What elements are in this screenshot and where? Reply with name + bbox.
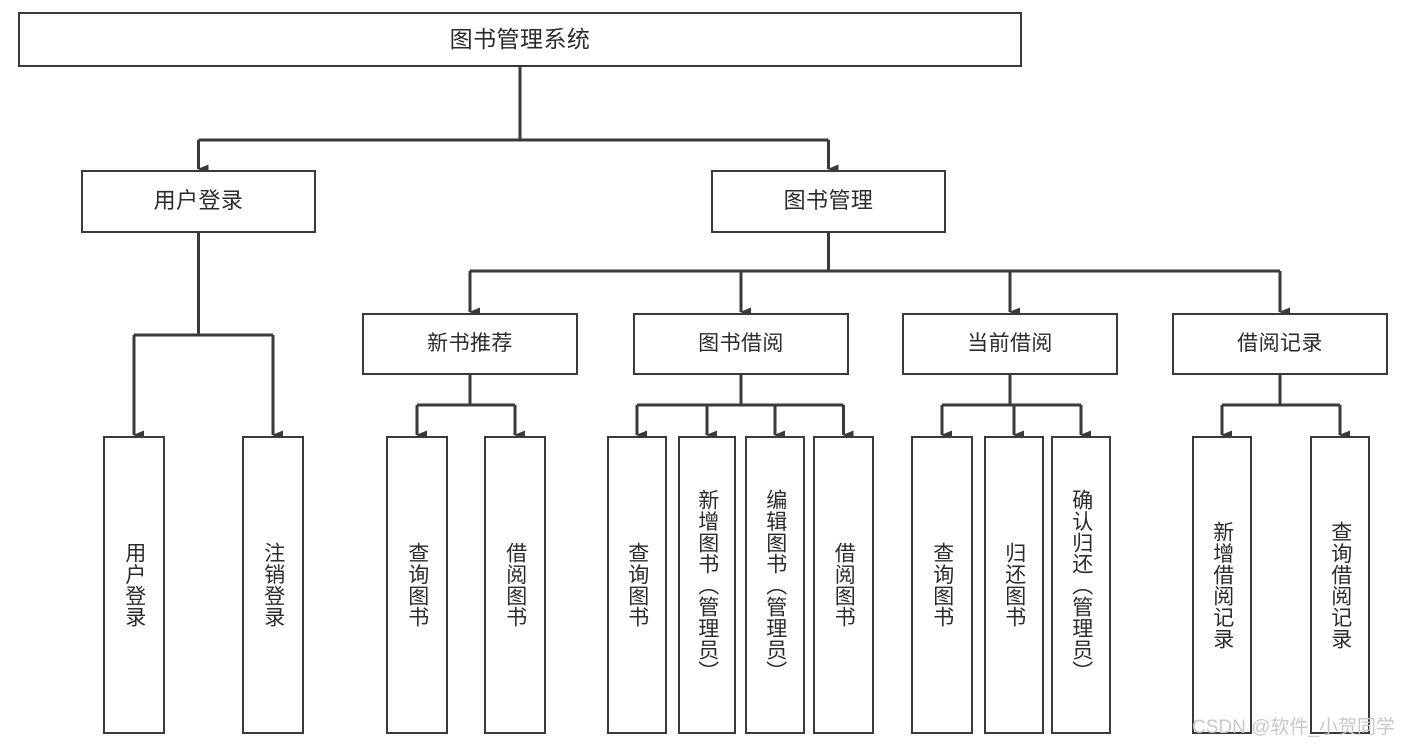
leaf-return-books[interactable]: 归还图书 <box>984 436 1044 734</box>
node-label: 借阅图书 <box>832 542 856 628</box>
node-book-management[interactable]: 图书管理 <box>711 170 946 233</box>
leaf-add-book-admin[interactable]: 新增图书（管理员） <box>678 436 736 734</box>
node-book-borrowing[interactable]: 图书借阅 <box>633 313 849 375</box>
node-label: 新书推荐 <box>427 332 513 356</box>
node-new-book-recommendation[interactable]: 新书推荐 <box>362 313 578 375</box>
node-label: 查询图书 <box>625 542 649 628</box>
node-label: 归还图书 <box>1002 542 1026 628</box>
node-current-borrowing[interactable]: 当前借阅 <box>902 313 1118 375</box>
edges-group <box>132 67 1350 440</box>
node-label: 确认归还（管理员） <box>1069 488 1093 682</box>
leaf-edit-book-admin[interactable]: 编辑图书（管理员） <box>745 436 805 734</box>
watermark: CSDN @软件_小贺同学 <box>1192 717 1395 738</box>
node-label: 当前借阅 <box>967 332 1053 356</box>
leaf-query-books-current[interactable]: 查询图书 <box>911 436 973 734</box>
node-label: 图书管理 <box>783 188 874 214</box>
node-label: 编辑图书（管理员） <box>763 488 787 682</box>
leaf-add-borrowing-record[interactable]: 新增借阅记录 <box>1192 436 1252 734</box>
node-label: 注销登录 <box>261 542 285 628</box>
node-label: 图书管理系统 <box>449 25 591 52</box>
node-label: 借阅图书 <box>503 542 527 628</box>
node-label: 图书借阅 <box>698 332 784 356</box>
node-label: 查询借阅记录 <box>1328 520 1352 650</box>
node-borrowing-records[interactable]: 借阅记录 <box>1172 313 1388 375</box>
node-label: 新增图书（管理员） <box>695 488 719 682</box>
node-label: 用户登录 <box>153 188 244 214</box>
leaf-confirm-return-admin[interactable]: 确认归还（管理员） <box>1051 436 1111 734</box>
node-label: 用户登录 <box>122 542 146 628</box>
node-label: 借阅记录 <box>1237 332 1323 356</box>
leaf-borrow-books-recommendation[interactable]: 借阅图书 <box>484 436 546 734</box>
leaf-logout[interactable]: 注销登录 <box>242 436 304 734</box>
node-label: 新增借阅记录 <box>1210 520 1234 650</box>
node-label: 查询图书 <box>405 542 429 628</box>
leaf-user-login[interactable]: 用户登录 <box>103 436 165 734</box>
leaf-query-books-borrowing[interactable]: 查询图书 <box>607 436 667 734</box>
node-label: 查询图书 <box>930 542 954 628</box>
leaf-borrow-books-borrowing[interactable]: 借阅图书 <box>813 436 874 734</box>
node-root[interactable]: 图书管理系统 <box>18 12 1022 67</box>
node-user-login[interactable]: 用户登录 <box>81 170 316 233</box>
leaf-query-books-recommendation[interactable]: 查询图书 <box>386 436 448 734</box>
leaf-query-borrowing-record[interactable]: 查询借阅记录 <box>1310 436 1370 734</box>
